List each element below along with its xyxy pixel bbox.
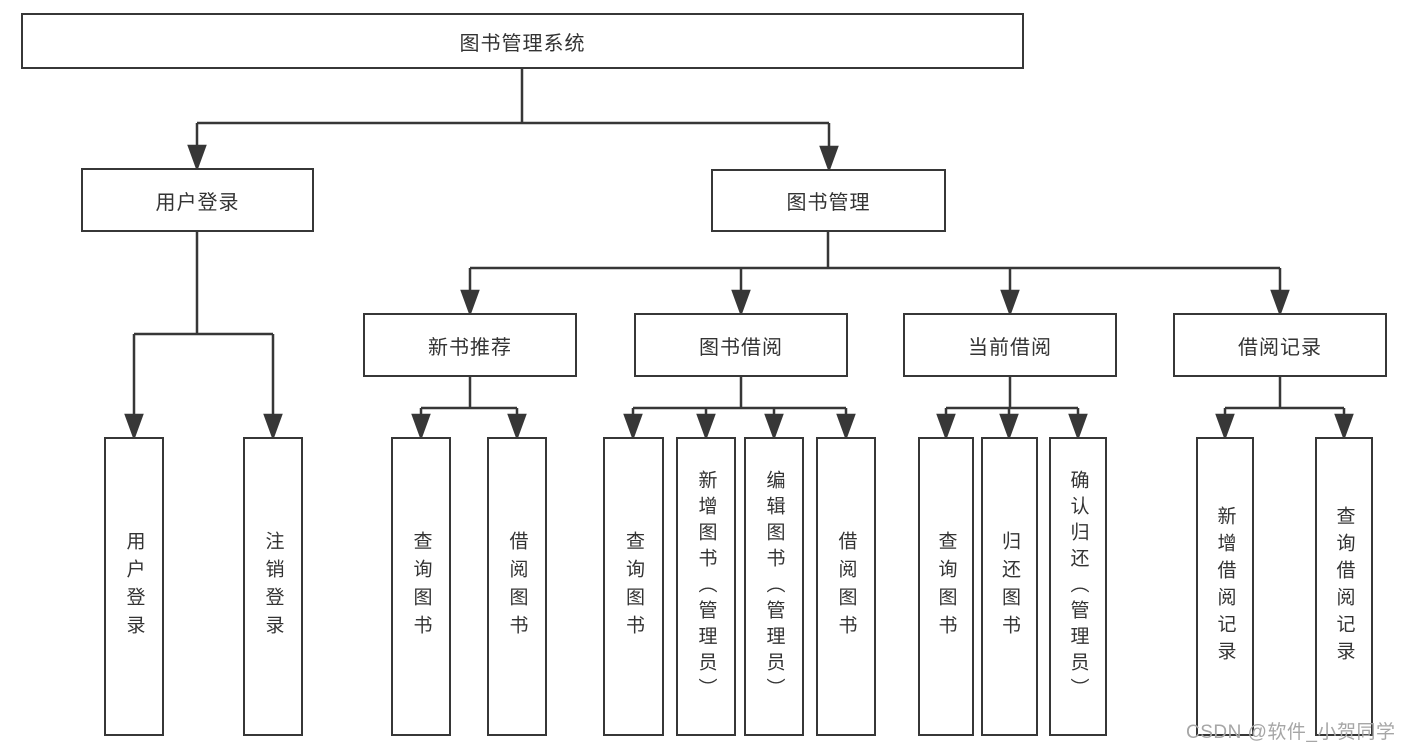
leaf-query-borrow-record: 查询借阅记录 bbox=[1315, 437, 1373, 736]
leaf-confirm-return-admin: 确认归还（管理员） bbox=[1049, 437, 1107, 736]
node-root-library-system: 图书管理系统 bbox=[21, 13, 1024, 69]
connector-user-login-to-leaves bbox=[124, 232, 283, 441]
leaf-query-book-recommend: 查询图书 bbox=[391, 437, 451, 736]
csdn-watermark: CSDN @软件_小贺同学 bbox=[1186, 722, 1396, 743]
connector-book-mgmt-to-sections bbox=[460, 232, 1290, 317]
connector-current-borrow-to-leaves bbox=[936, 377, 1088, 441]
leaf-add-book-admin: 新增图书（管理员） bbox=[676, 437, 736, 736]
leaf-borrow-book-recommend: 借阅图书 bbox=[487, 437, 547, 736]
leaf-borrow-book: 借阅图书 bbox=[816, 437, 876, 736]
node-book-management: 图书管理 bbox=[711, 169, 946, 232]
leaf-user-login: 用户登录 bbox=[104, 437, 164, 736]
connector-book-borrow-to-leaves bbox=[623, 377, 856, 441]
node-book-borrow: 图书借阅 bbox=[634, 313, 848, 377]
connector-new-book-to-leaves bbox=[411, 377, 527, 441]
node-current-borrow: 当前借阅 bbox=[903, 313, 1117, 377]
leaf-add-borrow-record: 新增借阅记录 bbox=[1196, 437, 1254, 736]
node-user-login: 用户登录 bbox=[81, 168, 314, 232]
connector-root-to-level2 bbox=[187, 69, 839, 173]
leaf-logout: 注销登录 bbox=[243, 437, 303, 736]
leaf-query-book-borrow: 查询图书 bbox=[603, 437, 664, 736]
connector-borrow-records-to-leaves bbox=[1215, 377, 1354, 441]
node-borrow-records: 借阅记录 bbox=[1173, 313, 1387, 377]
leaf-return-book: 归还图书 bbox=[981, 437, 1038, 736]
node-new-book-recommend: 新书推荐 bbox=[363, 313, 577, 377]
leaf-edit-book-admin: 编辑图书（管理员） bbox=[744, 437, 804, 736]
leaf-query-book-current: 查询图书 bbox=[918, 437, 974, 736]
